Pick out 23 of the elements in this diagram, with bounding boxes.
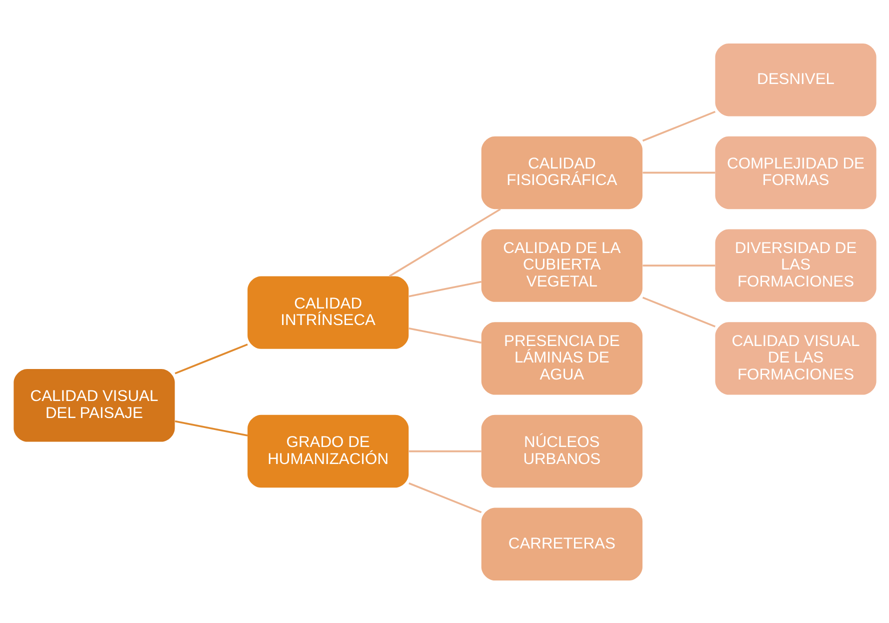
node-box: CALIDAD VISUAL DE LAS FORMACIONES — [714, 322, 876, 394]
node-box: CARRETERAS — [480, 507, 642, 580]
connector — [642, 110, 716, 142]
node-box: CALIDAD INTRÍNSECA — [247, 276, 408, 348]
node-box: COMPLEJIDAD DE FORMAS — [714, 136, 876, 209]
node-box: NÚCLEOS URBANOS — [480, 414, 642, 488]
connector — [642, 264, 715, 266]
connector — [388, 208, 500, 276]
connector — [642, 171, 715, 174]
node-box: PRESENCIA DE LÁMINAS DE AGUA — [480, 322, 642, 394]
node-box: GRADO DE HUMANIZACIÓN — [247, 414, 408, 488]
connector — [174, 343, 248, 374]
node-box: CALIDAD FISIOGRÁFICA — [480, 136, 642, 209]
node-box: DIVERSIDAD DE LAS FORMACIONES — [714, 228, 876, 302]
connector — [174, 420, 248, 436]
node-box: CALIDAD VISUAL DEL PAISAJE — [13, 368, 174, 442]
connector — [408, 482, 482, 513]
connector — [408, 280, 482, 297]
connector — [408, 326, 482, 344]
connector — [642, 296, 716, 327]
connector — [408, 450, 481, 452]
node-box: CALIDAD DE LA CUBIERTA VEGETAL — [480, 228, 642, 302]
node-box: DESNIVEL — [714, 42, 876, 116]
